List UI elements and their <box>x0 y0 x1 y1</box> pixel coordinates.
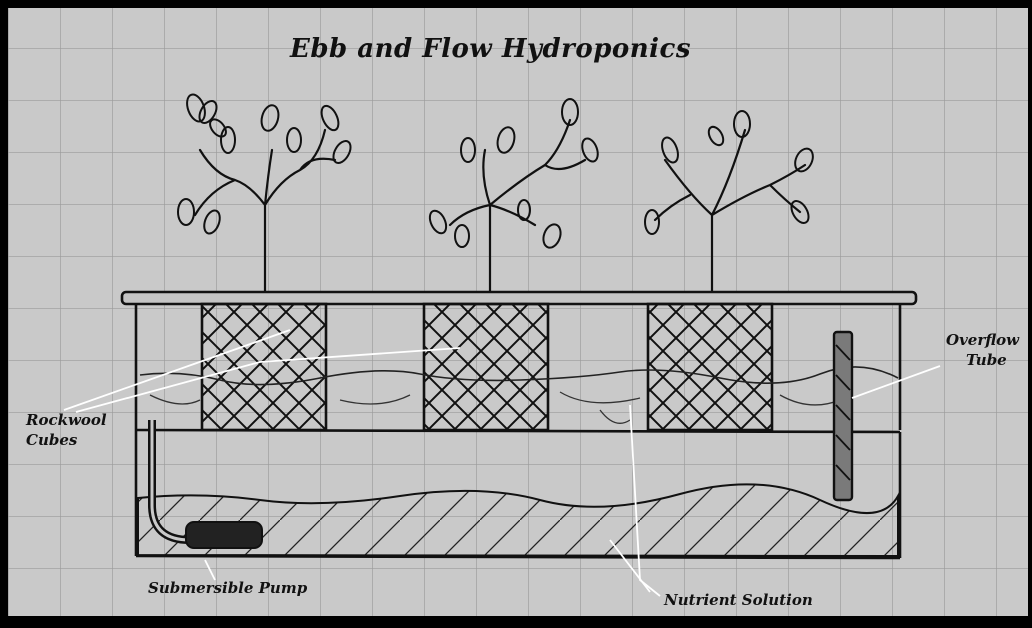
label-overflow-tube: Overflow Tube <box>946 330 1019 370</box>
label-line: Cubes <box>26 430 107 450</box>
label-rockwool-cubes: Rockwool Cubes <box>26 410 107 450</box>
label-submersible-pump: Submersible Pump <box>148 578 307 598</box>
rockwool-cube <box>424 304 548 430</box>
overflow-tube <box>834 332 852 500</box>
label-line: Overflow <box>946 330 1019 350</box>
label-line: Tube <box>946 350 1019 370</box>
diagram-title: Ebb and Flow Hydroponics <box>290 34 691 64</box>
label-line: Rockwool <box>26 410 107 430</box>
label-nutrient-solution: Nutrient Solution <box>664 590 813 610</box>
submersible-pump <box>186 522 262 548</box>
rockwool-cube <box>648 304 772 430</box>
rockwool-cube <box>202 304 326 430</box>
